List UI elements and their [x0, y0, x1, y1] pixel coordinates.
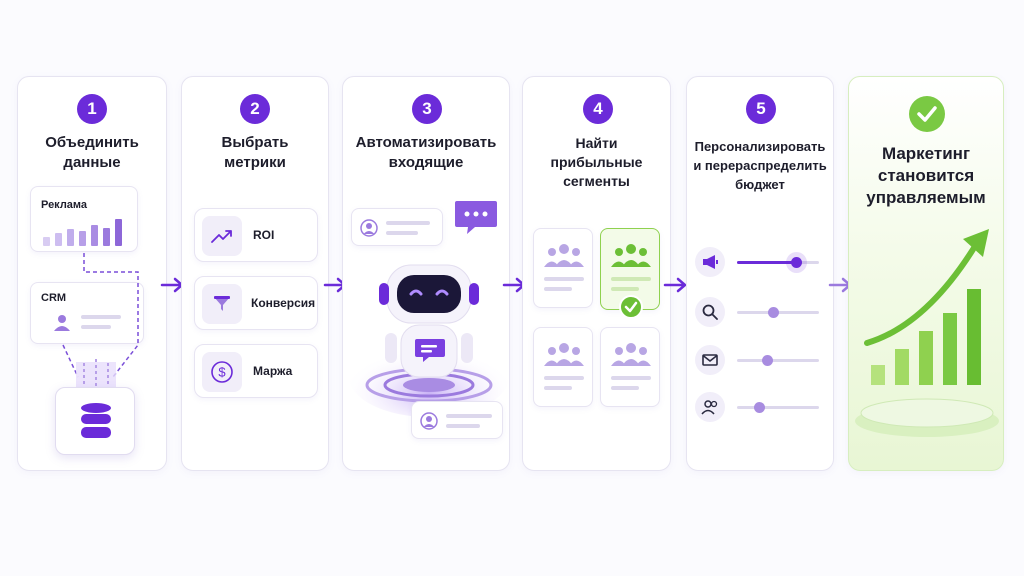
metric-roi-label: ROI [253, 228, 275, 242]
ads-source-label: Реклама [41, 199, 88, 211]
metric-conversion[interactable]: Конверсия [194, 276, 318, 330]
search-icon [702, 304, 718, 320]
incoming-message-card [351, 208, 443, 246]
user-icon [420, 412, 438, 430]
growth-chart-icon [855, 229, 999, 437]
crm-source-label: CRM [41, 292, 67, 304]
step-2-card: 2 Выбрать метрики ROI Конверсия $ Маржа [181, 76, 329, 471]
step-4-number: 4 [583, 94, 613, 124]
step-1-number: 1 [77, 94, 107, 124]
result-title: Маркетинг становится управляемым [866, 144, 986, 207]
step-4-card: 4 Найти прибыльные сегменты [522, 76, 671, 471]
result-card: Маркетинг становится управляемым [848, 76, 1004, 471]
users-icon [701, 400, 718, 415]
svg-text:$: $ [218, 365, 226, 380]
channel-email [695, 345, 725, 375]
group-icon [611, 343, 651, 366]
step-2-number: 2 [240, 94, 270, 124]
database-cylinder [55, 387, 135, 455]
arrow-4-to-5 [663, 277, 687, 293]
group-icon [611, 244, 651, 267]
step-5-title: Персонализировать и перераспределить бюд… [693, 139, 827, 192]
step-3-card: 3 Автоматизировать входящие [342, 76, 510, 471]
metric-margin-label: Маржа [253, 364, 293, 378]
segment-card[interactable] [533, 228, 593, 308]
step-3-title: Автоматизировать входящие [355, 134, 497, 171]
step-3-number: 3 [412, 94, 442, 124]
channel-ads [695, 247, 725, 277]
budget-slider-ads[interactable] [737, 257, 819, 268]
step-2-title: Выбрать метрики [221, 134, 289, 171]
segment-card[interactable] [600, 327, 660, 407]
group-icon [544, 244, 584, 267]
mail-icon [702, 354, 718, 366]
group-icon [544, 343, 584, 366]
check-badge-icon [619, 295, 643, 319]
dollar-coin-icon: $ [211, 361, 233, 383]
crm-source-card: CRM [30, 282, 144, 344]
step-5-card: 5 Персонализировать и перераспределить б… [686, 76, 834, 471]
trend-up-icon [211, 230, 232, 243]
step-1-card: 1 Объединить данные Реклама CRM [17, 76, 167, 471]
robot-assistant-icon [349, 264, 509, 417]
step-5-number: 5 [746, 94, 776, 124]
step-4-title: Найти прибыльные сегменты [550, 135, 643, 189]
check-circle-icon [909, 96, 945, 132]
budget-slider-search[interactable] [737, 307, 819, 318]
database-icon [81, 403, 111, 438]
budget-slider-audience[interactable] [737, 402, 819, 413]
user-icon [54, 315, 70, 331]
metric-roi[interactable]: ROI [194, 208, 318, 262]
megaphone-icon [703, 255, 718, 269]
user-icon [360, 219, 378, 237]
outgoing-message-card [411, 401, 503, 439]
budget-slider-email[interactable] [737, 355, 819, 366]
step-1-title: Объединить данные [45, 134, 139, 171]
ads-bar-chart-icon [43, 219, 122, 246]
channel-search [695, 297, 725, 327]
metric-margin[interactable]: $ Маржа [194, 344, 318, 398]
channel-audience [695, 392, 725, 422]
metric-conversion-label: Конверсия [251, 296, 316, 310]
ads-source-card: Реклама [30, 186, 138, 252]
funnel-icon [214, 296, 230, 311]
chat-typing-icon [455, 201, 497, 234]
segment-card[interactable] [533, 327, 593, 407]
